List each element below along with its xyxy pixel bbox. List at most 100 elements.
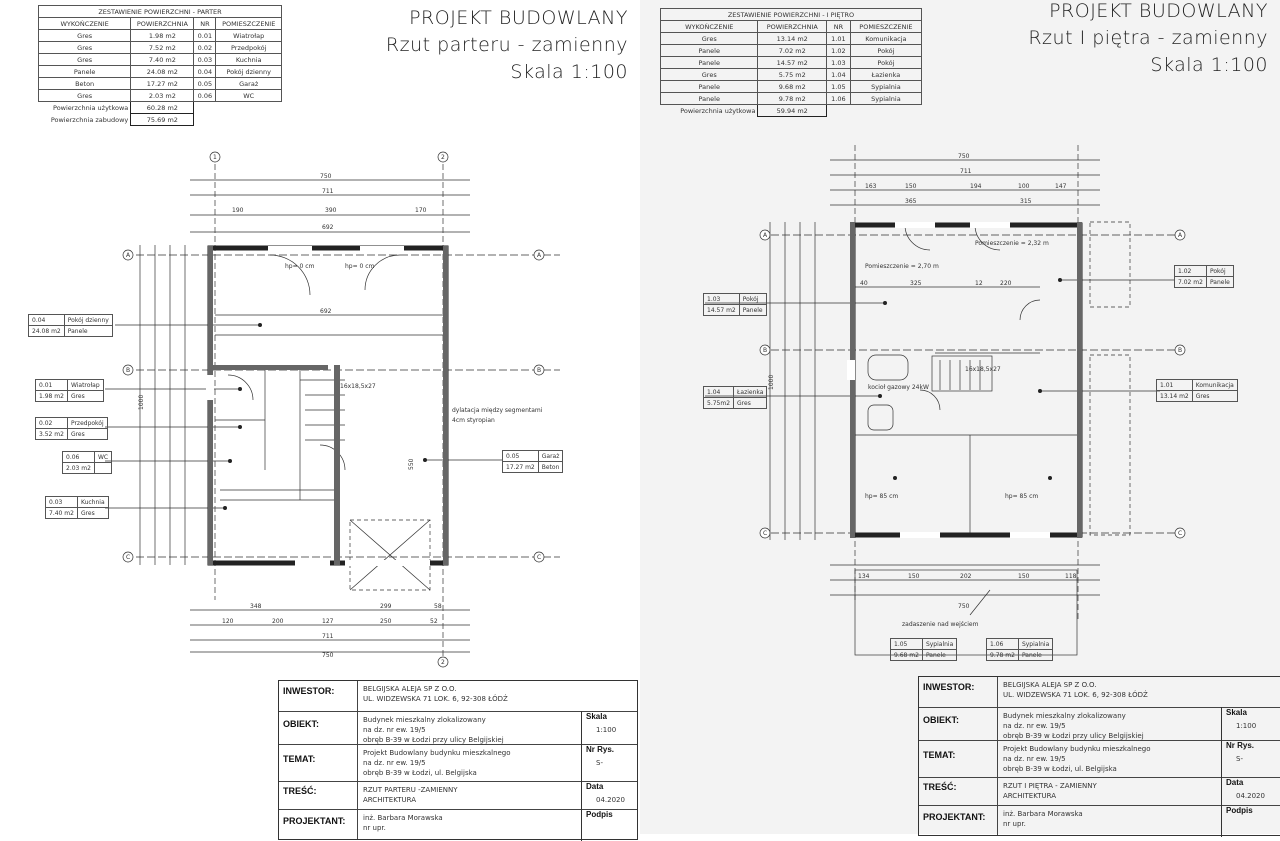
titleblock-row-temat: TEMAT:Projekt Budowlany budynku mieszkal… [919,740,1280,777]
drawing-title: Rzut parteru - zamienny [385,34,628,56]
axis-label: A [537,252,542,259]
skala-value: 1:100 [596,726,617,734]
axis-label: 2 [441,154,445,161]
table-cell: Pokój [849,56,923,69]
room-number: 0.01 [35,379,68,391]
room-number: 1.06 [986,638,1019,650]
dim-segment: 200 [272,618,284,625]
stairs-label: 16x18,5x27 [340,383,376,390]
inwestor-line: UL. WIDZEWSKA 71 LOK. 6, 92-308 ŁÓDŹ [363,695,508,703]
room-finish: Gres [66,428,108,440]
titleblock-row-temat: TEMAT:Projekt Budowlany budynku mieszkal… [279,744,637,781]
temat-line: na dz. nr ew. 19/5 [1003,755,1066,763]
room-area: 24.08 m2 [28,325,65,337]
dim-segment: 58 [434,603,442,610]
room-height-note: Pomieszczenie = 2,70 m [865,263,939,270]
table-cell: 0.03 [193,53,217,66]
total-label: Powierzchnia użytkowa [680,106,756,115]
dim-height: 1000 [768,375,775,390]
axis-label: B [763,347,767,354]
table-cell: Gres [37,53,132,66]
table-cell: Łazienka [849,68,923,81]
room-area: 17.27 m2 [502,461,539,473]
ground-floor-plan: 750 711 190 390 170 692 692 hp= 0 cm hp=… [105,151,560,668]
dim-segment: 170 [415,207,427,214]
skala-label: Skala [586,712,607,721]
table-cell: Sypialnia [849,80,923,93]
area-summary-table: ZESTAWIENIE POWIERZCHNI - PARTER WYKOŃCZ… [37,5,282,126]
dim-segment: 365 [905,198,917,205]
table-cell: 2.03 m2 [130,89,195,102]
table-cell: 5.75 m2 [757,68,828,81]
table-cell: 0.05 [193,77,217,90]
table-cell: 9.78 m2 [757,92,828,105]
room-name: Kuchnia [76,496,109,508]
room-area: 7.40 m2 [45,507,78,519]
inwestor-label: INWESTOR: [283,686,335,696]
table-cell: Panele [659,80,759,93]
obiekt-line: obręb B-39 w Łodzi przy ulicy Belgijskie… [363,736,504,744]
temat-line: obręb B-39 w Łodzi, ul. Belgijska [363,769,477,777]
dim-segment: 348 [250,603,262,610]
divider [997,677,998,835]
table-cell: 1.02 [826,44,851,57]
table-cell: 13.14 m2 [757,32,828,45]
table-cell: Kuchnia [215,53,282,66]
room-name: Pokój [1205,265,1234,277]
sheet-title: PROJEKT BUDOWLANY Rzut parteru - zamienn… [386,5,628,86]
data-label: Data [1226,778,1244,787]
table-cell: Panele [37,65,132,78]
dim-segment: 299 [380,603,392,610]
inwestor-line: BELGIJSKA ALEJA SP Z O.O. [363,685,457,693]
dim-segment: 150 [1018,573,1030,580]
nrrys-cell: Nr Rys.S- [581,744,641,781]
dim-total: 750 [958,603,970,610]
table-cell: Beton [37,77,132,90]
room-name: Sypialnia [921,638,958,650]
nrrys-label: Nr Rys. [1226,741,1255,750]
table-cell: 17.27 m2 [130,77,195,90]
skala-label: Skala [1226,708,1247,717]
room-finish: Panele [1205,276,1234,288]
col-header: POMIESZCZENIE [215,17,282,30]
tresc-line: ARCHITEKTURA [363,796,417,804]
room-number: 0.06 [62,451,95,463]
table-cell: Pokój [849,44,923,57]
obiekt-label: OBIEKT: [923,714,959,725]
room-area: 3.52 m2 [35,428,68,440]
temat-label: TEMAT: [923,749,956,760]
obiekt-line: na dz. nr ew. 19/5 [363,726,426,734]
table-cell: 1.04 [826,68,851,81]
room-number: 0.02 [35,417,68,429]
canopy-note: zadaszenie nad wejściem [902,621,979,628]
axis-label: 2 [441,659,445,666]
table-caption: ZESTAWIENIE POWIERZCHNI - PARTER [38,5,282,18]
scale-title: Skala 1:100 [510,61,628,83]
room-name: WC [93,451,113,463]
room-area: 5.75m2 [702,397,735,409]
dim-segment: 127 [322,618,334,625]
axis-label: B [126,367,130,374]
obiekt-line: Budynek mieszkalny zlokalizowany [1003,712,1126,720]
table-cell: 1.98 m2 [130,29,195,42]
table-cell: WC [215,89,282,102]
table-cell: Wiatrołap [215,29,282,42]
room-finish: Gres [76,507,109,519]
room-name: Komunikacja [1191,379,1238,391]
table-cell: Gres [37,29,132,42]
room-number: 1.02 [1174,265,1207,277]
dim-segment: 325 [910,280,922,287]
total-label: Powierzchnia użytkowa [53,103,129,112]
sheet-title: PROJEKT BUDOWLANY Rzut I piętra - zamien… [1028,0,1268,79]
temat-label: TEMAT: [283,753,316,764]
room-name: Sypialnia [1017,638,1054,650]
table-cell: 1.03 [826,56,851,69]
